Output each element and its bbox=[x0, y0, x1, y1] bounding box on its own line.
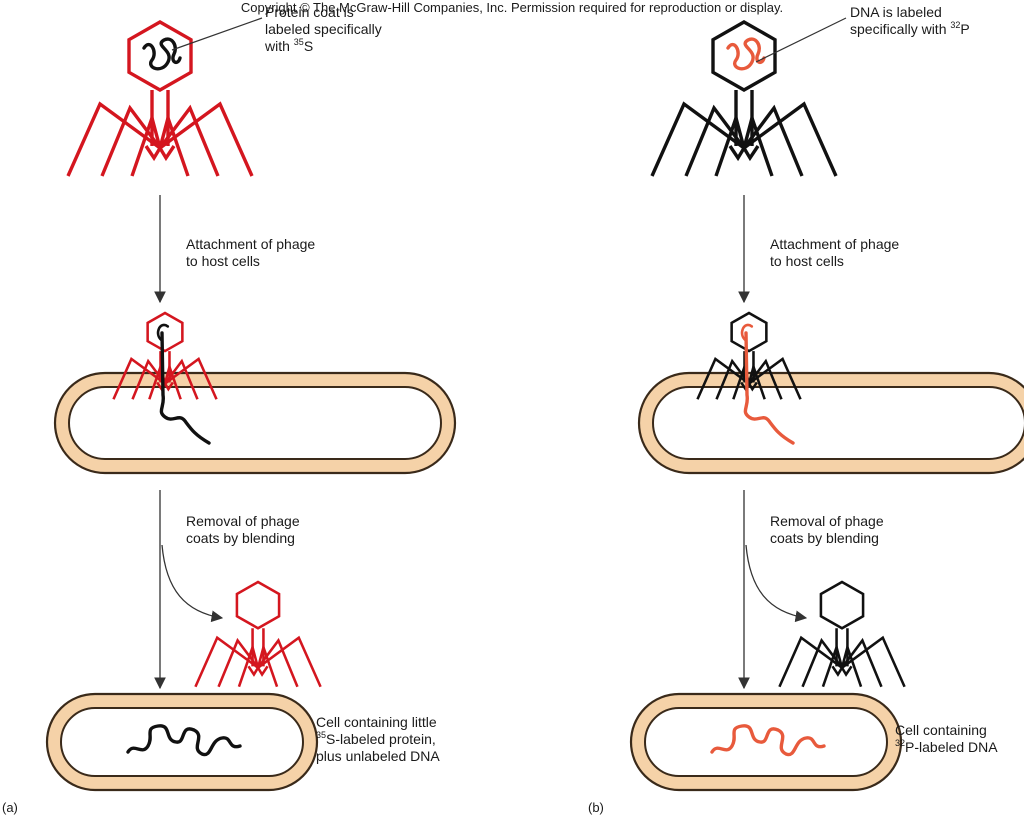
phage-leg bbox=[742, 101, 838, 177]
phage-head bbox=[711, 20, 777, 92]
phage-leg bbox=[217, 637, 260, 688]
host-cell-infected-inner bbox=[68, 386, 442, 460]
phage-leg bbox=[747, 362, 766, 400]
phage-leg bbox=[256, 642, 279, 688]
label-removal-a: Removal of phage coats by blending bbox=[186, 513, 300, 546]
host-cell-final-inner bbox=[60, 707, 304, 777]
phage-leg bbox=[801, 637, 844, 688]
panel-b bbox=[629, 17, 1024, 792]
host-cell-final-inner bbox=[644, 707, 888, 777]
copyright-notice: Copyright © The McGraw-Hill Companies, I… bbox=[240, 0, 784, 15]
panel-letter-b: (b) bbox=[588, 800, 604, 815]
phage-leg bbox=[742, 112, 774, 177]
label-attachment-a: Attachment of phage to host cells bbox=[186, 236, 316, 269]
panel-a bbox=[45, 17, 457, 792]
phage-leg bbox=[158, 101, 254, 177]
host-cell-infected-inner bbox=[652, 386, 1024, 460]
phage-leg bbox=[714, 112, 746, 177]
phage-leg bbox=[256, 637, 299, 688]
dna-in-head bbox=[740, 323, 754, 342]
label-result-b: Cell containing 32P-labeled DNA bbox=[895, 722, 998, 755]
dna-in-head bbox=[142, 37, 182, 71]
phage-head bbox=[235, 580, 281, 630]
phage-leg bbox=[194, 635, 259, 688]
phage-leg bbox=[158, 112, 190, 177]
phage-head bbox=[819, 580, 865, 630]
phage-leg bbox=[164, 356, 218, 400]
phage-leg bbox=[257, 635, 322, 688]
phage-leg bbox=[778, 635, 843, 688]
phage-leg bbox=[696, 356, 750, 400]
arrow-coat-removed bbox=[745, 544, 808, 623]
phage-leg bbox=[840, 637, 883, 688]
panel-letter-a: (a) bbox=[2, 800, 18, 815]
leader-line bbox=[755, 17, 847, 63]
leader-line bbox=[171, 17, 263, 51]
dna-in-head bbox=[726, 37, 766, 71]
phage-tail bbox=[150, 90, 170, 146]
phage-leg bbox=[840, 642, 863, 688]
phage-head bbox=[730, 311, 768, 353]
cell-dna bbox=[126, 724, 242, 757]
label-attachment-b: Attachment of phage to host cells bbox=[770, 236, 900, 269]
phage-leg bbox=[66, 101, 162, 177]
phage-tail bbox=[734, 90, 754, 146]
label-result-a: Cell containing little 35S-labeled prote… bbox=[316, 714, 440, 764]
phage-leg bbox=[650, 101, 746, 177]
injected-dna bbox=[159, 331, 211, 445]
phage-leg bbox=[821, 642, 844, 688]
phage-leg bbox=[715, 358, 751, 400]
label-protein-coat: Protein coat is labeled specifically wit… bbox=[265, 4, 382, 54]
label-removal-b: Removal of phage coats by blending bbox=[770, 513, 884, 546]
dna-in-head bbox=[156, 323, 170, 342]
phage-leg bbox=[163, 362, 182, 400]
phage-leg bbox=[131, 358, 167, 400]
arrow-coat-removed bbox=[161, 544, 224, 623]
phage-leg bbox=[747, 358, 783, 400]
phage-leg bbox=[684, 104, 746, 177]
phage-leg bbox=[163, 358, 199, 400]
label-dna-labeled: DNA is labeled specifically with 32P bbox=[850, 4, 970, 37]
phage-head bbox=[127, 20, 193, 92]
phage-leg bbox=[130, 112, 162, 177]
phage-leg bbox=[742, 104, 804, 177]
phage-leg bbox=[158, 104, 220, 177]
phage-leg bbox=[841, 635, 906, 688]
cell-dna bbox=[710, 724, 826, 757]
phage-leg bbox=[237, 642, 260, 688]
phage-leg bbox=[748, 356, 802, 400]
phage-leg bbox=[100, 104, 162, 177]
phage-leg bbox=[112, 356, 166, 400]
injected-dna bbox=[743, 331, 795, 445]
phage-head bbox=[146, 311, 184, 353]
